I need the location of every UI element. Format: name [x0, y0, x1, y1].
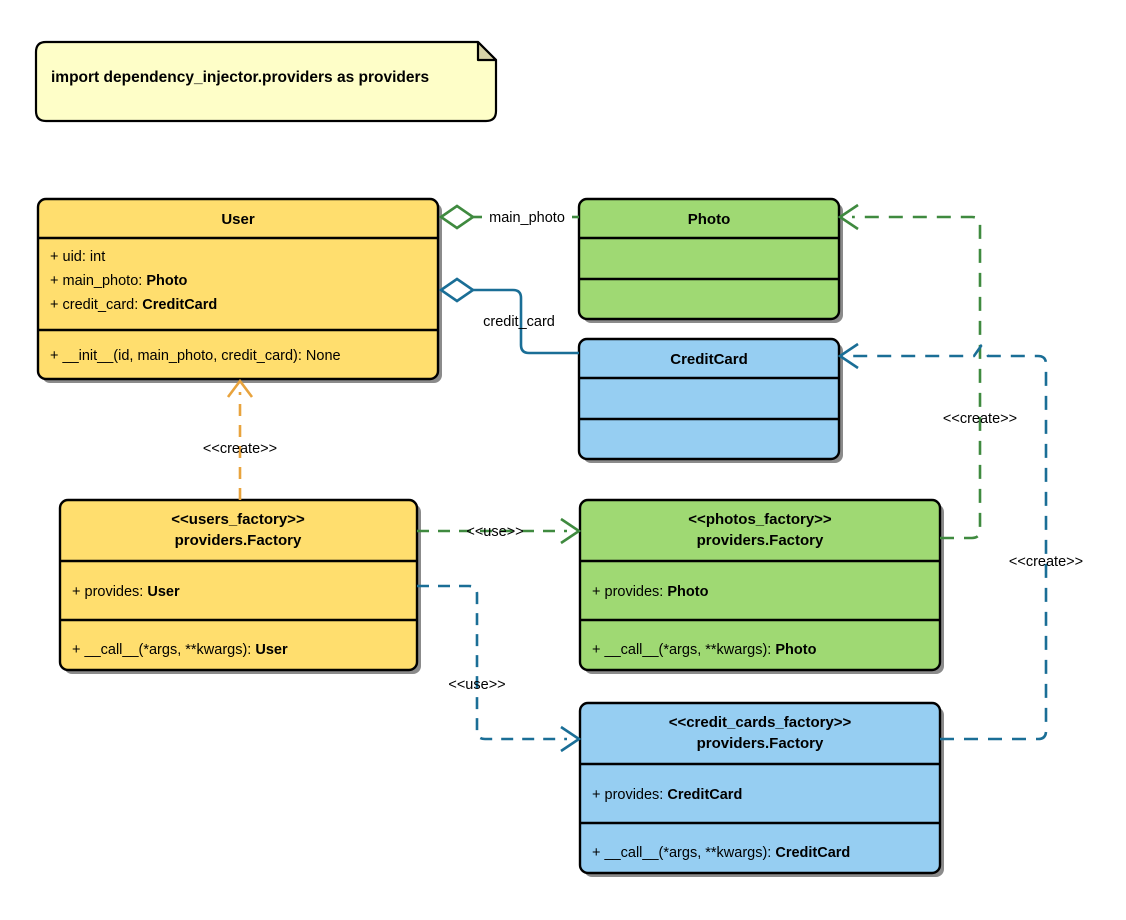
use-photos-arrowhead-icon: [560, 517, 582, 545]
edge-photos-create: <<create>>: [837, 203, 1017, 540]
credit-card-path: [473, 288, 579, 355]
credit-cards-factory-box: [578, 701, 942, 875]
users-create-arrowhead-icon: [226, 378, 254, 398]
edge-use-credit-cards: <<use>>: [417, 584, 582, 753]
credit-cards-factory-title: providers.Factory: [697, 735, 824, 752]
photos-factory-attr-0: + provides: Photo: [592, 584, 709, 600]
user-attr-0: + uid: int: [50, 249, 105, 265]
use-photos-label: <<use>>: [466, 524, 523, 540]
edge-use-photos: <<use>>: [417, 517, 582, 545]
user-attr-2: + credit_card: CreditCard: [50, 297, 217, 313]
edge-users-create: <<create>>: [203, 378, 277, 500]
user-title: User: [221, 211, 255, 228]
use-credit-cards-arrowhead-icon: [560, 725, 582, 753]
class-credit-cards-factory[interactable]: <<credit_cards_factory>> providers.Facto…: [578, 701, 944, 877]
creditcard-title: CreditCard: [670, 351, 748, 368]
class-user[interactable]: User + uid: int + main_photo: Photo + cr…: [36, 197, 442, 383]
use-credit-cards-label: <<use>>: [448, 677, 505, 693]
edge-main-photo: main_photo: [438, 204, 579, 230]
user-attr-1: + main_photo: Photo: [50, 273, 188, 289]
class-creditcard[interactable]: CreditCard: [577, 337, 843, 463]
creditcard-box: [577, 337, 841, 461]
photos-create-arrowhead-icon: [837, 203, 859, 231]
photo-title: Photo: [688, 211, 731, 228]
photos-factory-box: [578, 498, 942, 672]
credit-cards-factory-method-0: + __call__(*args, **kwargs): CreditCard: [592, 845, 850, 861]
note-shape: [34, 40, 498, 123]
main-photo-label: main_photo: [489, 210, 565, 226]
edge-credit-card: credit_card: [438, 277, 579, 355]
note-text: import dependency_injector.providers as …: [51, 69, 429, 86]
use-credit-cards-path: [417, 584, 567, 741]
users-create-label: <<create>>: [203, 441, 277, 457]
note-fold-corner: [476, 40, 498, 62]
users-factory-title: providers.Factory: [175, 532, 302, 549]
class-photos-factory[interactable]: <<photos_factory>> providers.Factory + p…: [578, 498, 944, 674]
photos-factory-method-0: + __call__(*args, **kwargs): Photo: [592, 642, 817, 658]
photo-box: [577, 197, 841, 321]
credit-card-diamond-icon: [438, 277, 476, 303]
credit-cards-create-label: <<create>>: [1009, 554, 1083, 570]
credit-cards-factory-attr-0: + provides: CreditCard: [592, 787, 742, 803]
credit-cards-factory-stereotype: <<credit_cards_factory>>: [669, 714, 852, 731]
user-box: [36, 197, 440, 381]
credit-cards-create-path: [852, 343, 1048, 741]
users-factory-stereotype: <<users_factory>>: [171, 511, 305, 528]
user-method-0: + __init__(id, main_photo, credit_card):…: [50, 348, 341, 364]
credit-cards-create-arrowhead-icon: [837, 342, 859, 370]
class-users-factory[interactable]: <<users_factory>> providers.Factory + pr…: [58, 498, 421, 674]
photos-factory-stereotype: <<photos_factory>>: [688, 511, 832, 528]
users-factory-method-0: + __call__(*args, **kwargs): User: [72, 642, 288, 658]
users-factory-attr-0: + provides: User: [72, 584, 180, 600]
photos-create-path: [852, 215, 982, 540]
note-import: import dependency_injector.providers as …: [34, 40, 498, 123]
photos-factory-title: providers.Factory: [697, 532, 824, 549]
credit-card-label: credit_card: [483, 314, 555, 330]
photos-create-label: <<create>>: [943, 411, 1017, 427]
main-photo-diamond-icon: [438, 204, 476, 230]
edge-credit-cards-create: <<create>>: [837, 342, 1083, 741]
class-photo[interactable]: Photo: [577, 197, 843, 323]
